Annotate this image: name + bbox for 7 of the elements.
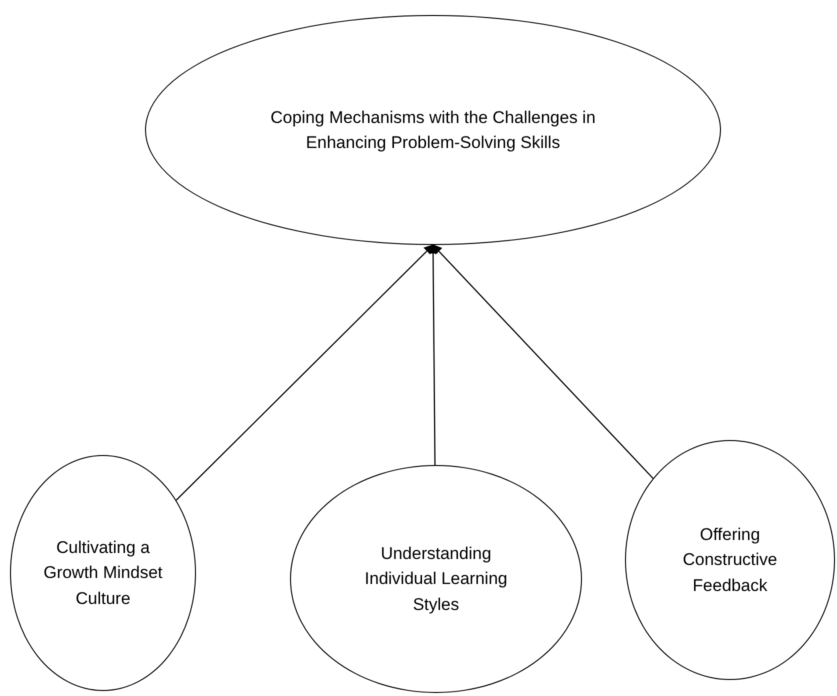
arrow — [432, 244, 654, 479]
node-label: Offering Constructive Feedback — [682, 524, 778, 597]
arrow — [428, 244, 438, 466]
node-label: Cultivating a Growth Mindset Culture — [43, 536, 163, 610]
node-label: Coping Mechanisms with the Challenges in Enhancing Problem-Solving Skills — [269, 106, 597, 154]
arrow — [176, 244, 434, 501]
node-label: Understanding Individual Learning Styles — [364, 542, 508, 616]
